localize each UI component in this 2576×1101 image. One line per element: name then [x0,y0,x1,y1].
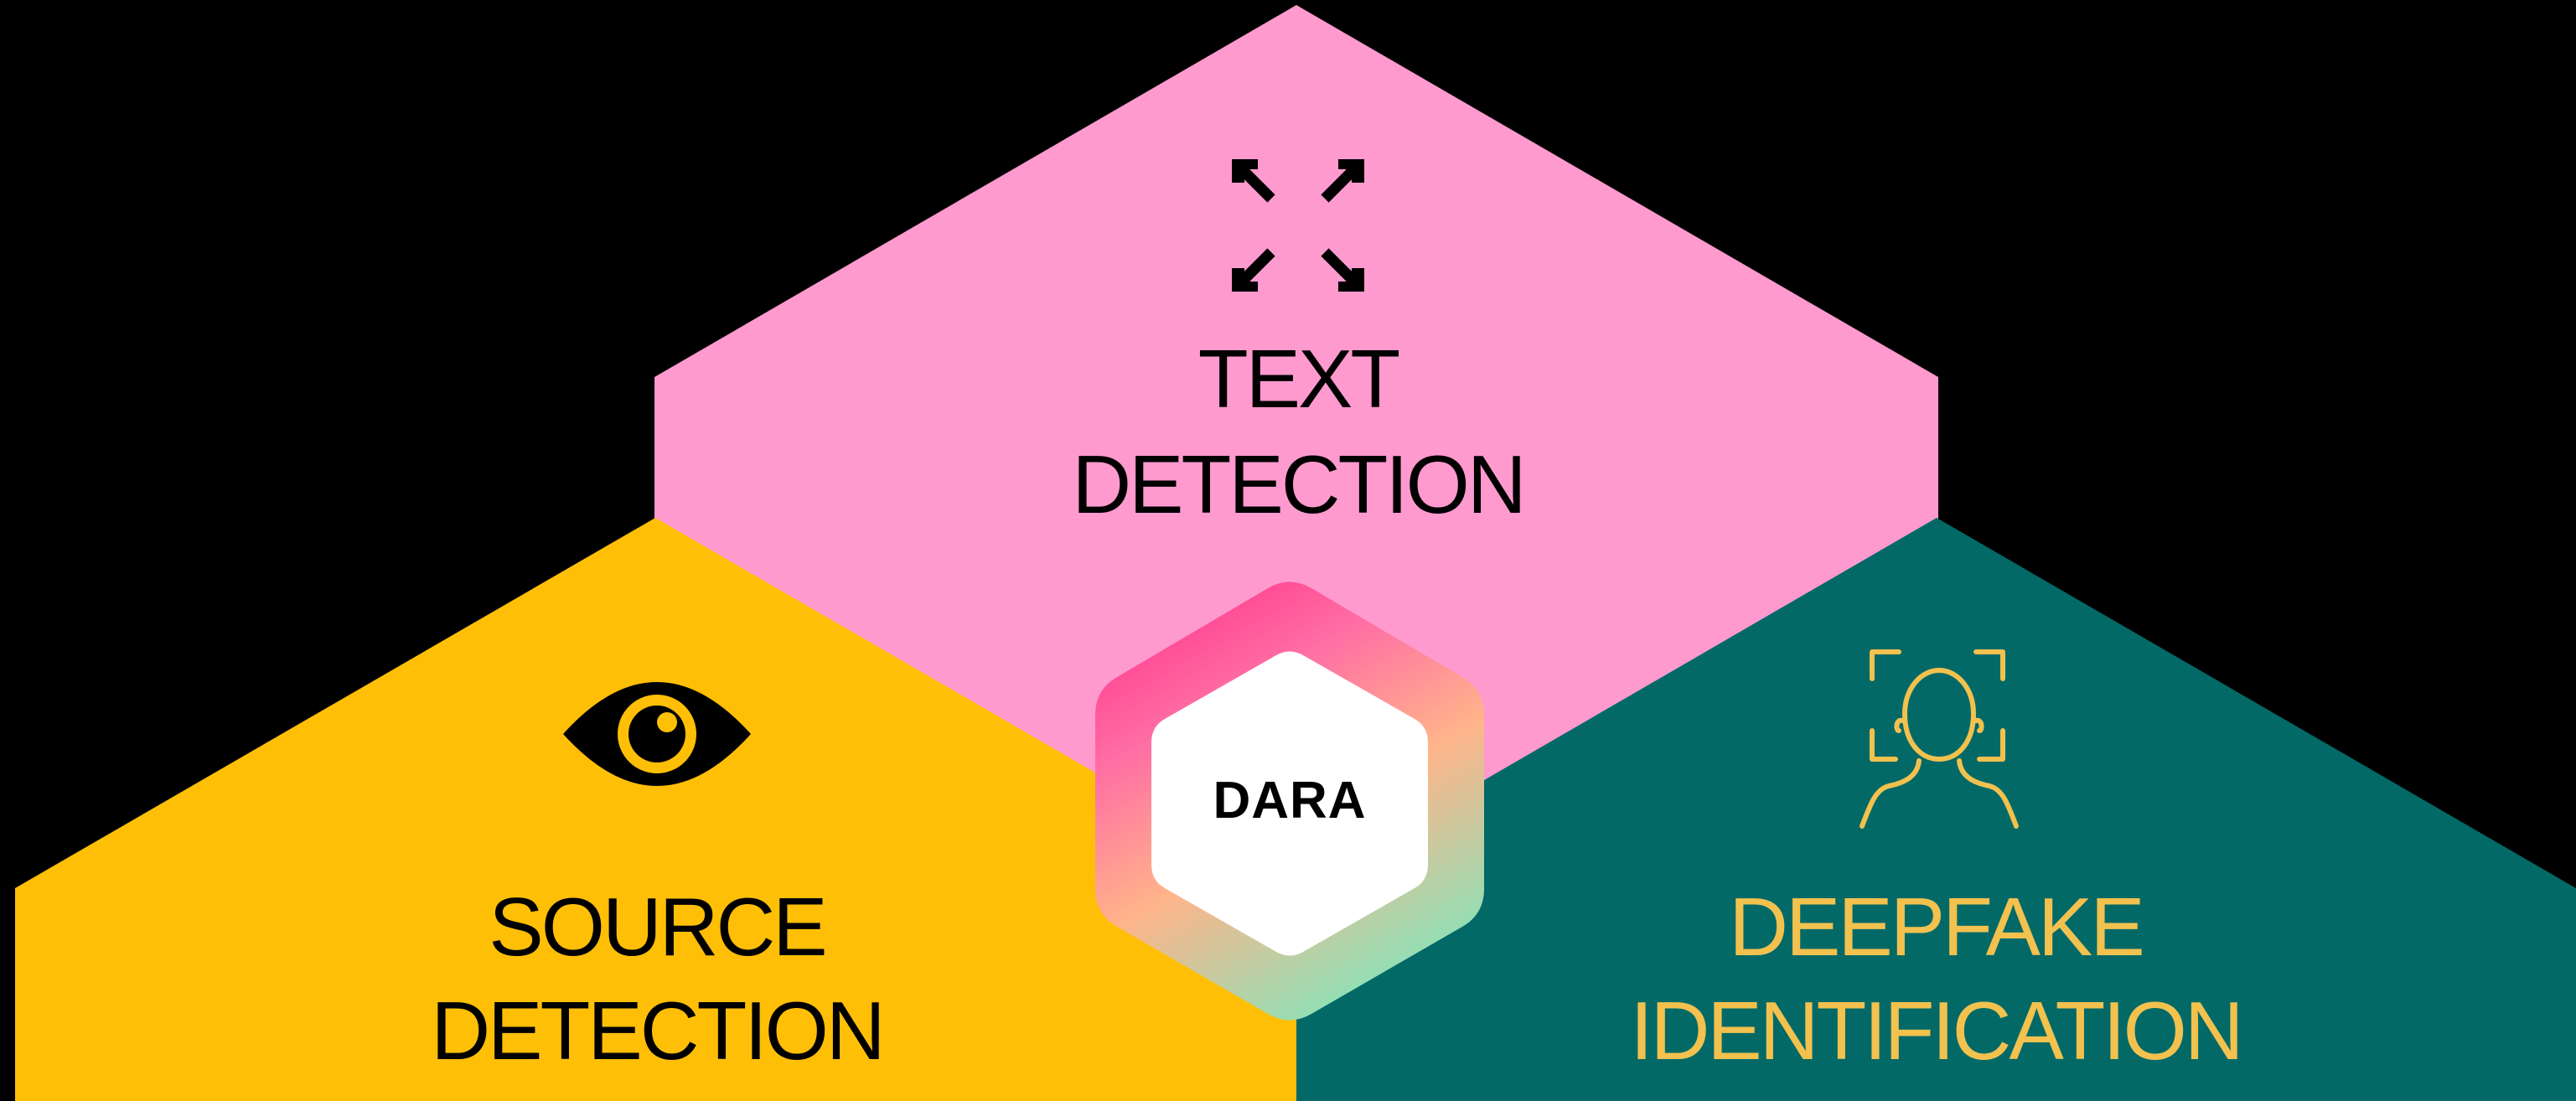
dara-label: DARA [1213,772,1366,830]
source-detection-panel [15,518,1296,1101]
face-scan-icon [1860,649,2019,829]
deepfake-line1: DEEPFAKE [1729,881,2142,973]
deepfake-identification-panel [1296,518,2576,1101]
dara-inner-hexagon [1151,651,1428,956]
source-detection-line1: SOURCE [489,881,825,973]
source-detection-line2: DETECTION [431,985,882,1077]
deepfake-line2: IDENTIFICATION [1630,985,2241,1077]
eye-icon [563,682,751,786]
text-detection-line2: DETECTION [1072,438,1523,530]
dara-core-hexagon: DARA [1095,582,1484,1021]
expand-arrows-icon [1232,159,1364,292]
text-detection-line1: TEXT [1198,333,1399,425]
